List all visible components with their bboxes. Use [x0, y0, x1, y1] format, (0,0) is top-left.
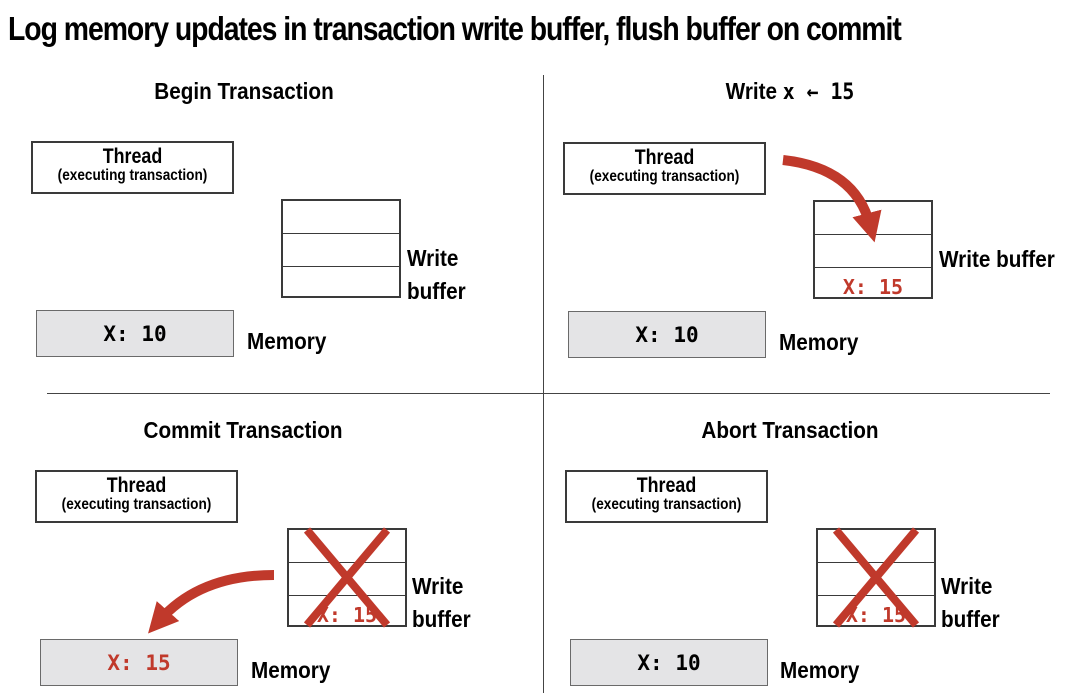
thread-label: Thread	[636, 474, 697, 497]
buffer-row	[289, 530, 405, 563]
buffer-entry: X: 15	[316, 603, 378, 627]
memory-cell: X: 10	[568, 311, 766, 358]
memory-value: X: 15	[107, 651, 171, 675]
horizontal-divider	[47, 393, 1050, 394]
memory-cell: X: 15	[40, 639, 238, 686]
thread-box: Thread (executing transaction)	[31, 141, 234, 194]
quadrant-title-begin: Begin Transaction	[154, 78, 334, 104]
quadrant-title-expression: x ← 15	[782, 80, 855, 105]
buffer-label: buffer	[941, 606, 1000, 632]
thread-box: Thread (executing transaction)	[35, 470, 238, 523]
memory-cell: X: 10	[36, 310, 234, 357]
thread-detail: (executing transaction)	[589, 168, 740, 185]
memory-label: Memory	[251, 657, 331, 683]
slide-title: Log memory updates in transaction write …	[8, 10, 902, 47]
buffer-entry: X: 15	[842, 275, 904, 299]
thread-label: Thread	[106, 474, 167, 497]
buffer-row	[815, 202, 931, 235]
write-buffer: X: 15	[287, 528, 407, 627]
memory-value: X: 10	[635, 323, 699, 347]
write-label: Write	[412, 573, 464, 599]
memory-value: X: 10	[103, 322, 167, 346]
write-label: Write	[407, 245, 459, 271]
flush-arrow	[148, 570, 275, 634]
write-buffer: X: 15	[813, 200, 933, 299]
thread-label: Thread	[634, 146, 695, 169]
quadrant-title-commit: Commit Transaction	[143, 417, 343, 443]
memory-value: X: 10	[637, 651, 701, 675]
buffer-row	[818, 563, 934, 596]
buffer-row	[283, 201, 399, 234]
memory-label: Memory	[779, 329, 859, 355]
buffer-label: buffer	[412, 606, 471, 632]
buffer-row: X: 15	[815, 268, 931, 301]
buffer-row: X: 15	[818, 596, 934, 629]
buffer-row	[289, 563, 405, 596]
buffer-row	[283, 267, 399, 300]
thread-box: Thread (executing transaction)	[563, 142, 766, 195]
memory-label: Memory	[780, 657, 860, 683]
thread-detail: (executing transaction)	[61, 496, 212, 513]
vertical-divider	[543, 75, 544, 693]
write-label: Write	[941, 573, 993, 599]
thread-detail: (executing transaction)	[57, 167, 208, 184]
buffer-row	[815, 235, 931, 268]
write-buffer-label: Write buffer	[939, 246, 1055, 272]
buffer-entry: X: 15	[845, 603, 907, 627]
quadrant-title-abort: Abort Transaction	[701, 417, 879, 443]
write-buffer: X: 15	[816, 528, 936, 627]
buffer-row	[818, 530, 934, 563]
thread-box: Thread (executing transaction)	[565, 470, 768, 523]
buffer-row	[283, 234, 399, 267]
memory-cell: X: 10	[570, 639, 768, 686]
memory-label: Memory	[247, 328, 327, 354]
quadrant-title-word: Write	[725, 78, 778, 104]
thread-detail: (executing transaction)	[591, 496, 742, 513]
buffer-row: X: 15	[289, 596, 405, 629]
buffer-label: buffer	[407, 278, 466, 304]
quadrant-title-write: Write x ← 15	[726, 78, 855, 105]
write-buffer	[281, 199, 401, 298]
thread-label: Thread	[102, 145, 163, 168]
